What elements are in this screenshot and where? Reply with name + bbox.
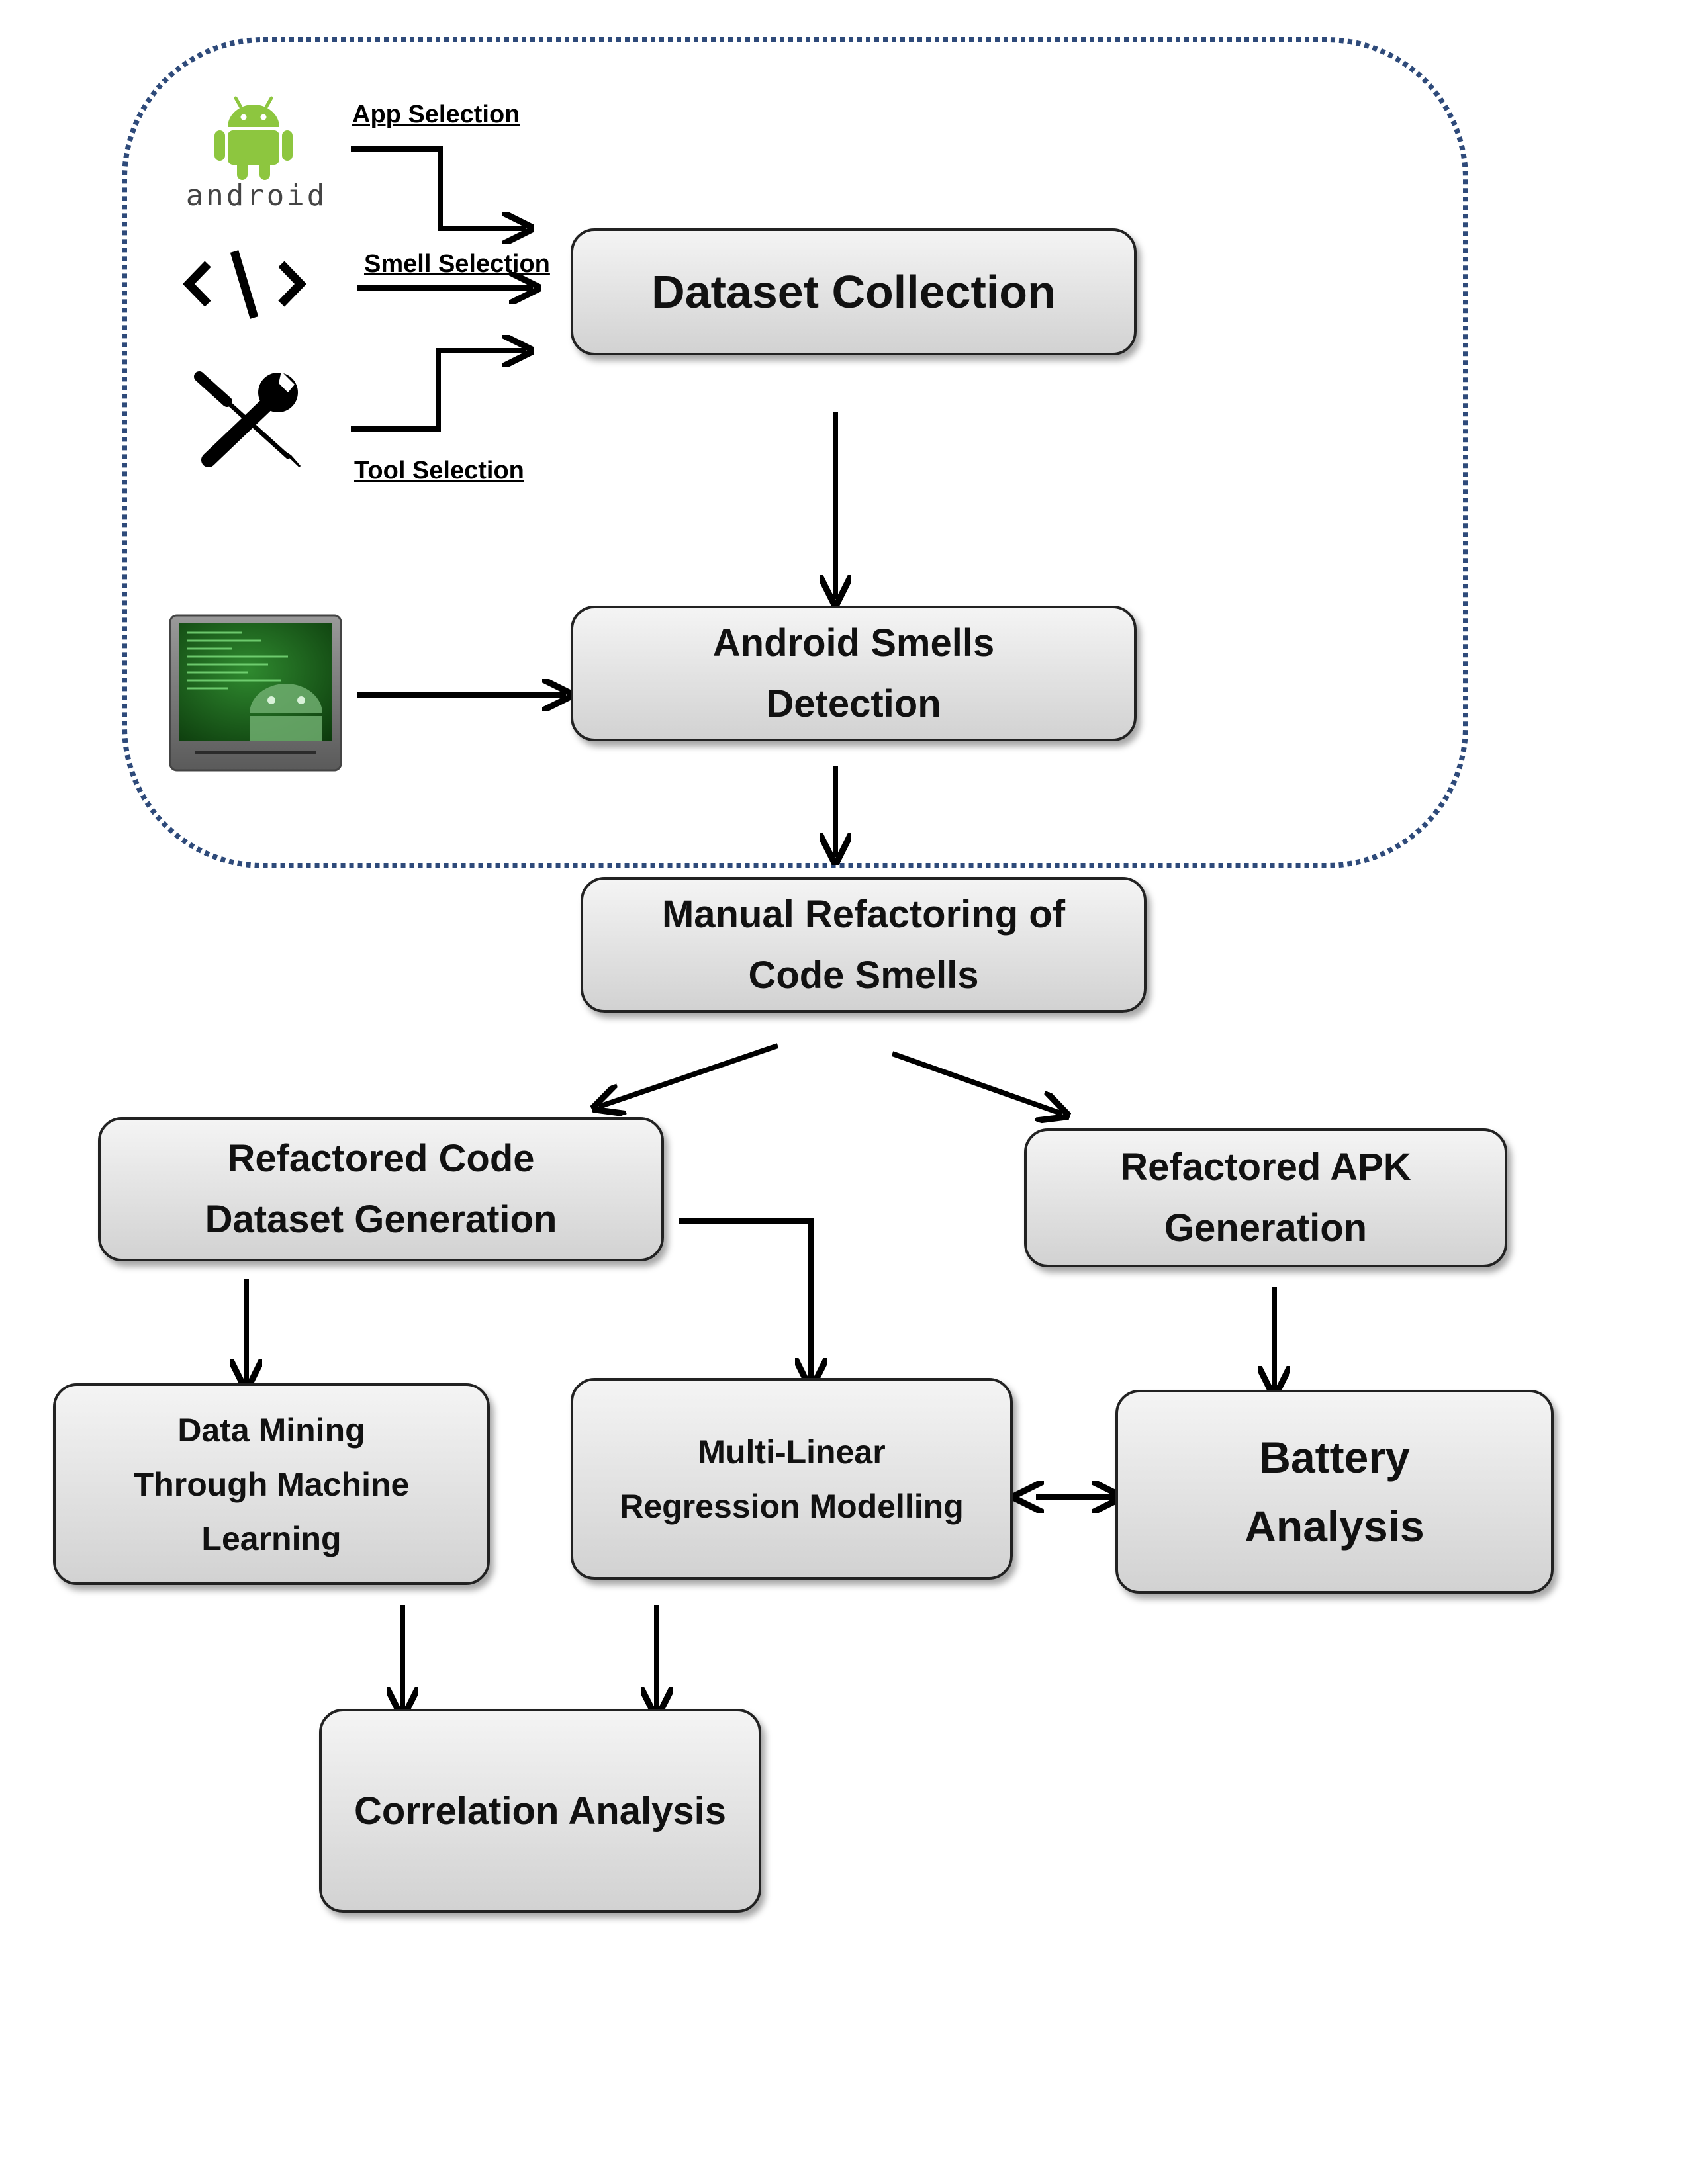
refactoring-to-code-arrow bbox=[599, 1043, 779, 1107]
dataset-collection-box: Dataset Collection bbox=[571, 228, 1137, 355]
tools-icon bbox=[194, 371, 301, 468]
android-smells-detection-line-2: Detection bbox=[766, 682, 941, 725]
tool-selection-label: Tool Selection bbox=[354, 457, 524, 484]
manual-refactoring-line-2: Code Smells bbox=[748, 953, 979, 997]
android-wordmark: android bbox=[185, 179, 328, 212]
android-robot-icon bbox=[214, 96, 293, 180]
refactored-apk-box: Refactored APK Generation bbox=[1024, 1128, 1507, 1267]
battery-line-1: Battery bbox=[1259, 1433, 1410, 1482]
manual-refactoring-box: Manual Refactoring of Code Smells bbox=[581, 877, 1147, 1013]
correlation-line-1: Correlation Analysis bbox=[354, 1789, 726, 1833]
manual-refactoring-line-1: Manual Refactoring of bbox=[661, 892, 1066, 936]
data-mining-line-2: Through Machine bbox=[133, 1465, 410, 1503]
data-mining-line-3: Learning bbox=[201, 1520, 342, 1557]
refactoring-to-apk-arrow bbox=[891, 1051, 1062, 1114]
smell-selection-label: Smell Selection bbox=[364, 250, 550, 278]
android-smells-detection-line-1: Android Smells bbox=[712, 621, 995, 664]
mlr-line-1: Multi-Linear bbox=[698, 1433, 886, 1471]
code-brackets-icon bbox=[182, 250, 307, 319]
tool-selection-arrow bbox=[351, 351, 526, 432]
refactored-code-line-2: Dataset Generation bbox=[205, 1198, 557, 1241]
refactored-code-line-1: Refactored Code bbox=[227, 1137, 535, 1180]
app-selection-label: App Selection bbox=[352, 101, 520, 128]
mlr-line-2: Regression Modelling bbox=[620, 1487, 964, 1525]
refactored-apk-line-1: Refactored APK bbox=[1120, 1146, 1411, 1189]
app-selection-arrow bbox=[351, 146, 526, 228]
android-terminal-icon bbox=[169, 614, 342, 772]
correlation-analysis-box: Correlation Analysis bbox=[319, 1709, 761, 1913]
refactored-apk-line-2: Generation bbox=[1164, 1206, 1368, 1250]
data-mining-line-1: Data Mining bbox=[177, 1411, 365, 1449]
dataset-collection-line-1: Dataset Collection bbox=[651, 266, 1056, 318]
battery-line-2: Analysis bbox=[1244, 1502, 1425, 1551]
code-to-mlr-arrow bbox=[679, 1218, 811, 1382]
